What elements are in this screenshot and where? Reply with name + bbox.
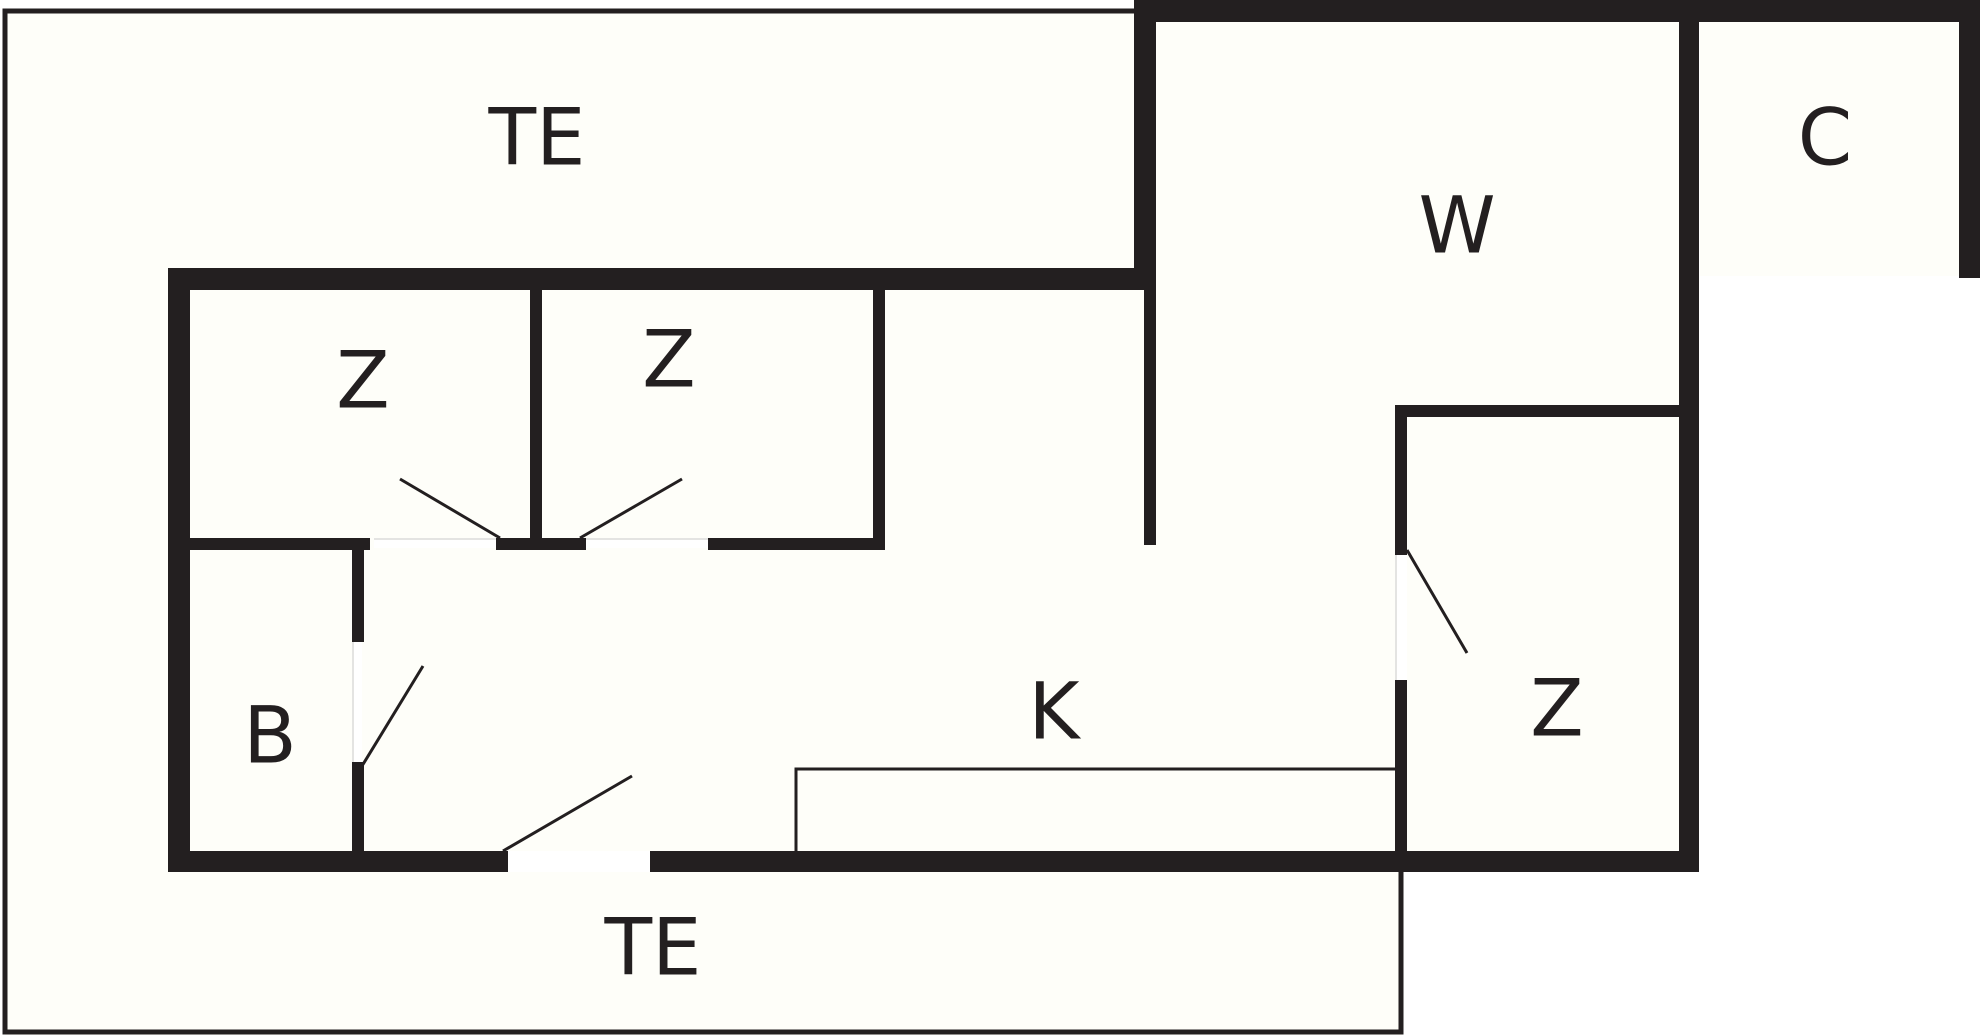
wall-z3-left-a	[1395, 405, 1407, 555]
terrace-outline	[2, 8, 1404, 1035]
door-swings	[360, 477, 1469, 853]
terrace-top-floor	[5, 10, 1145, 275]
room-label-bathroom: B	[243, 691, 297, 781]
wall-storage-right	[1959, 0, 1980, 278]
interior-floor	[180, 280, 1690, 865]
room-label-living: W	[1418, 181, 1495, 271]
wall-bottom-a	[168, 851, 508, 872]
kitchen-counter-outline	[794, 767, 1397, 851]
wall-z2-bottom	[708, 538, 885, 550]
storage-floor	[1700, 18, 1965, 276]
door-gap-bath	[352, 642, 362, 762]
room-label-terrace-bottom: TE	[604, 903, 702, 993]
wall-bath-bottom	[352, 762, 364, 862]
room-label-terrace-top: TE	[488, 93, 586, 183]
door-gap-z3	[1395, 555, 1407, 680]
room-label-kitchen: K	[1028, 667, 1081, 757]
room-label-bedroom-2: Z	[642, 315, 695, 405]
wall-stub	[1144, 280, 1156, 545]
walls	[168, 0, 1980, 872]
wall-bath-top	[352, 538, 364, 642]
entrance-threshold	[508, 851, 650, 872]
wall-z1-bottom-b	[496, 538, 586, 550]
door-swing-z2	[579, 477, 683, 540]
door-swing-z3	[1405, 549, 1469, 654]
wall-living-storage	[1679, 12, 1699, 272]
wall-top-main	[168, 268, 1154, 290]
wall-z3-left-b	[1395, 680, 1407, 860]
door-swing-bath	[360, 665, 425, 767]
room-labels: TE W C Z Z B K Z TE	[243, 93, 1852, 993]
wall-z2-right	[873, 280, 885, 550]
wall-z1-bottom-a	[180, 538, 370, 550]
door-gap-z2	[586, 538, 708, 548]
terrace-bottom-floor	[5, 865, 1403, 1035]
door-gap-z1	[374, 538, 496, 548]
wall-z1-z2	[530, 280, 542, 550]
room-label-storage: C	[1798, 93, 1852, 183]
door-swing-entrance	[502, 774, 633, 853]
wall-right-outer	[1679, 270, 1699, 872]
wall-top-upper	[1134, 0, 1980, 22]
wall-bottom-b	[650, 851, 1699, 872]
room-label-bedroom-3: Z	[1530, 664, 1583, 754]
wall-left-outer	[168, 268, 190, 872]
wall-living-left	[1134, 0, 1156, 290]
wall-z3-top	[1395, 405, 1685, 417]
door-swing-z1	[399, 477, 501, 540]
room-label-bedroom-1: Z	[336, 336, 389, 426]
door-openings	[352, 538, 1407, 762]
kitchen-counter	[794, 767, 1397, 851]
living-floor	[1145, 10, 1690, 290]
interior-walls	[180, 280, 1685, 862]
terrace-border	[2, 8, 1404, 1035]
